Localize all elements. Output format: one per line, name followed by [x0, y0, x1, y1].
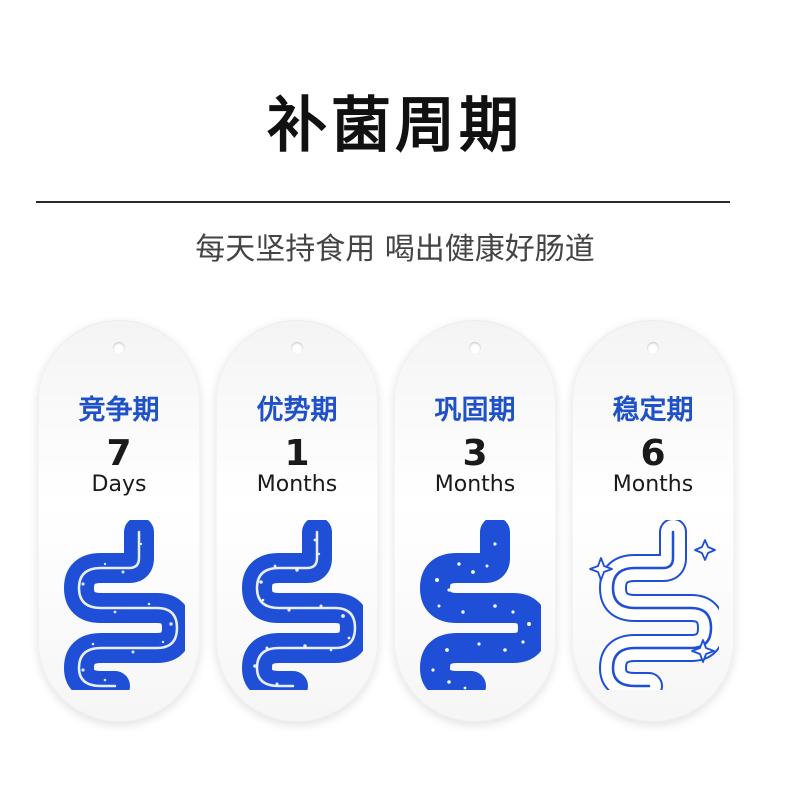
phase-label: 优势期 [256, 395, 338, 426]
duration-unit: Months [256, 472, 338, 497]
duration-unit: Months [612, 472, 694, 497]
phase-card-dominance: 优势期 1 Months [216, 320, 378, 722]
intestine-icon [64, 520, 185, 690]
duration-unit: Days [91, 472, 147, 497]
sparkle-icon [589, 539, 716, 663]
intestine-icon [420, 520, 541, 690]
page-subtitle: 每天坚持食用 喝出健康好肠道 [195, 232, 595, 267]
phase-card-consolidation: 巩固期 3 Months [394, 320, 556, 722]
phase-label: 巩固期 [434, 395, 516, 426]
duration-number: 6 [640, 433, 666, 474]
phase-card-stable: 稳定期 6 Months [572, 320, 734, 722]
phase-card-competition: 竞争期 7 Days [38, 320, 200, 722]
duration-unit: Months [434, 472, 516, 497]
duration-number: 7 [106, 433, 132, 474]
phase-label: 稳定期 [612, 395, 694, 426]
page-title: 补菌周期 [267, 91, 523, 161]
card-hole [113, 342, 125, 354]
title-divider [36, 201, 730, 203]
intestine-icon [589, 520, 719, 690]
card-hole [647, 342, 659, 354]
phase-label: 竞争期 [78, 395, 160, 426]
card-hole [469, 342, 481, 354]
duration-number: 3 [462, 433, 488, 474]
intestine-icon [242, 520, 363, 690]
card-hole [291, 342, 303, 354]
duration-number: 1 [284, 433, 310, 474]
